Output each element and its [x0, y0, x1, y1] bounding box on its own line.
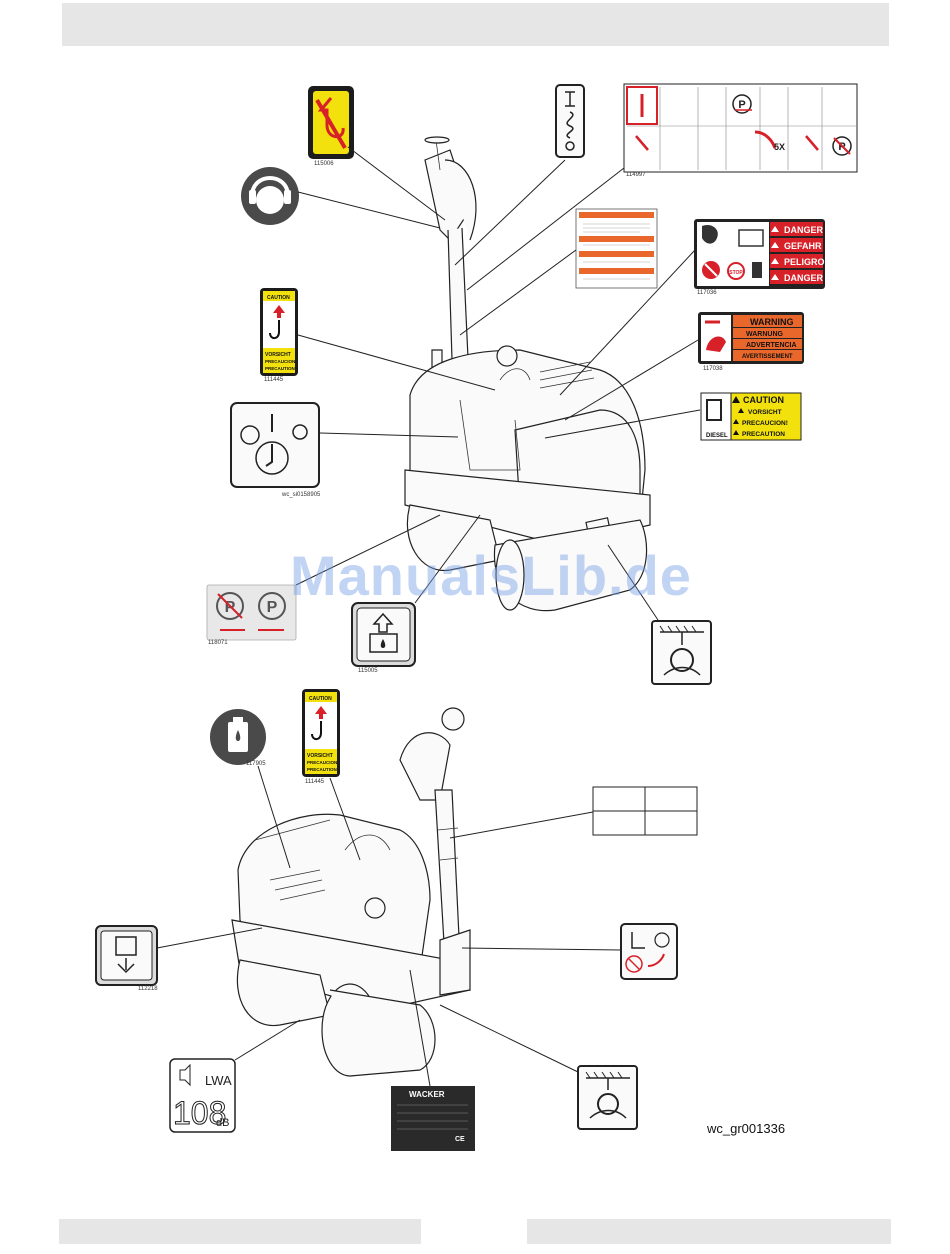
start-sequence-decal: P P 5X: [623, 83, 858, 173]
leader-lines-upper: [295, 146, 701, 621]
danger-line-2: GEFAHR: [784, 241, 822, 251]
danger-line-3: PELIGRO: [784, 257, 825, 267]
warning-manual-decal: [575, 208, 658, 289]
parking-brake-decal: P P: [206, 584, 297, 641]
lwa-label: LWA: [205, 1073, 232, 1088]
caution-diesel-decal: DIESEL CAUTION VORSICHT PRECAUCION! PREC…: [700, 392, 802, 441]
decal-number-caution-hook-lower: 111445: [305, 779, 325, 785]
caution-hook-line-1: CAUTION: [267, 295, 290, 301]
decal-number-caution-hook: 111445: [264, 377, 284, 383]
warning-line-3: ADVERTENCIA: [746, 342, 797, 349]
caution-hook-line-2: VORSICHT: [265, 352, 291, 358]
danger-decal: DANGER GEFAHR PELIGRO DANGER STOP: [694, 219, 825, 289]
lwa-value: 108: [173, 1095, 226, 1131]
svg-text:P: P: [267, 599, 278, 616]
upper-roller-machine: [404, 136, 651, 612]
wacker-label: WACKER: [409, 1090, 445, 1099]
warning-line-1: WARNING: [750, 317, 794, 327]
caution-diesel-line-4: PRECAUTION: [742, 431, 785, 438]
drain-decal: [95, 925, 158, 986]
danger-line-1: DANGER: [784, 225, 824, 235]
decal-number-drain: 112218: [138, 986, 158, 992]
decal-number-warning: 117038: [703, 366, 723, 372]
fuel-drum-decal: [210, 709, 266, 765]
caution-hook-lower-line-3: PRECAUCION: [307, 760, 337, 765]
decal-number-start-sequence: 114997: [626, 172, 646, 178]
warning-line-4: AVERTISSEMENT: [742, 354, 793, 360]
decal-number-fill: 115005: [358, 668, 378, 674]
caution-diesel-line-1: CAUTION: [743, 395, 784, 405]
caution-hook-decal-lower: CAUTION VORSICHT PRECAUCION PRECAUTION: [302, 689, 340, 777]
no-lift-hook-decal: [308, 86, 354, 159]
caution-hook-line-4: PRECAUTION: [265, 366, 295, 371]
danger-line-4: DANGER: [784, 273, 824, 283]
warning-line-2: WARNUNG: [746, 331, 783, 338]
ignition-decal: [230, 402, 320, 488]
decal-number-ignition: wc_si0158905: [282, 492, 321, 498]
decal-number-lift-hook: 115006: [314, 161, 334, 167]
svg-text:P: P: [738, 99, 745, 111]
diesel-label: DIESEL: [706, 433, 728, 439]
operator-position-decal: [620, 923, 678, 980]
caution-diesel-line-2: VORSICHT: [748, 409, 782, 416]
lower-roller-machine: [231, 707, 471, 1077]
footer-right-bar: [527, 1219, 891, 1244]
lwa-unit: dB: [216, 1117, 229, 1129]
caution-hook-lower-line-2: VORSICHT: [307, 753, 333, 759]
caution-hook-lower-line-4: PRECAUTION: [307, 767, 337, 772]
stop-label: STOP: [729, 270, 743, 276]
figure-reference: wc_gr001336: [707, 1121, 786, 1136]
caution-diesel-line-3: PRECAUCION!: [742, 420, 788, 427]
leader-lines-lower: [156, 765, 622, 1087]
fill-oil-decal: [351, 602, 416, 667]
decal-number-fuel-drum: 117905: [246, 761, 266, 767]
tie-down-decal: [651, 620, 712, 685]
warning-decal: WARNING WARNUNG ADVERTENCIA AVERTISSEMEN…: [698, 312, 804, 364]
caution-hook-decal: CAUTION VORSICHT PRECAUCION PRECAUTION: [260, 288, 298, 376]
watermark: ManualsLib.de: [290, 544, 692, 607]
footer-left-bar: [59, 1219, 421, 1244]
decal-number-parking: 118071: [208, 640, 228, 646]
sound-power-decal: LWA 108 dB: [169, 1058, 236, 1133]
caution-hook-lower-line-1: CAUTION: [309, 696, 332, 702]
decal-number-danger: 117036: [697, 290, 717, 296]
ce-label: CE: [455, 1136, 465, 1143]
header-bar: [62, 3, 889, 46]
wacker-nameplate-decal: WACKER CE: [391, 1086, 475, 1151]
tie-down-decal-lower: [577, 1065, 638, 1130]
throttle-decal: [555, 84, 585, 158]
caution-hook-line-3: PRECAUCION: [265, 359, 295, 364]
blank-grid-decal: [592, 786, 698, 836]
five-x-label: 5X: [774, 142, 785, 152]
hearing-protection-decal: [241, 167, 299, 225]
